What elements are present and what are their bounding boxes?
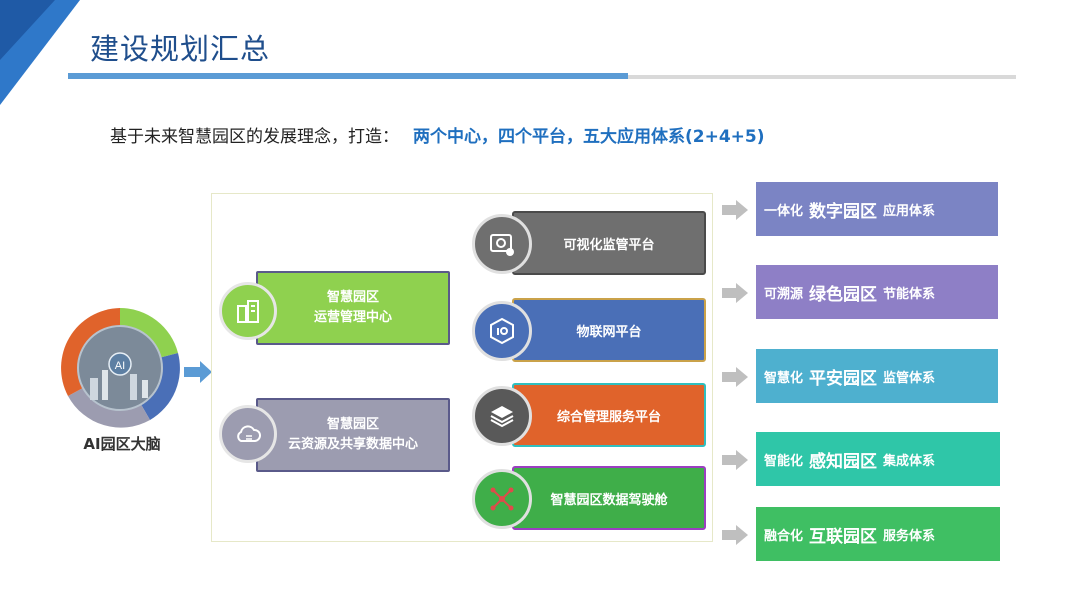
network-icon xyxy=(472,469,532,529)
corner-decoration xyxy=(0,0,80,105)
system-suffix: 监管体系 xyxy=(883,370,936,386)
system-connected-park: 融合化互联园区服务体系 xyxy=(756,507,1000,561)
ai-brain-graphic: AI xyxy=(61,308,180,428)
intro-line: 基于未来智慧园区的发展理念，打造： 两个中心，四个平台，五大应用体系(2+4+5) xyxy=(110,122,765,147)
system-digital-park: 一体化数字园区应用体系 xyxy=(756,182,998,236)
system-main: 互联园区 xyxy=(809,526,878,547)
center-operations-line1: 智慧园区 xyxy=(326,290,379,305)
arrow-right-icon xyxy=(184,361,212,383)
system-main: 绿色园区 xyxy=(809,284,878,305)
platform-data-cockpit: 智慧园区数据驾驶舱 xyxy=(512,466,706,530)
brain-center-text: AI xyxy=(115,360,125,372)
brain-label: AI园区大脑 xyxy=(83,435,161,453)
system-prefix: 一体化 xyxy=(764,203,804,219)
system-green-park: 可溯源绿色园区节能体系 xyxy=(756,265,998,319)
cloud-icon xyxy=(219,405,277,463)
center-cloud-line2: 云资源及共享数据中心 xyxy=(287,437,418,452)
iot-icon xyxy=(472,301,532,361)
platform-management-service: 综合管理服务平台 xyxy=(512,383,706,447)
intro-text: 基于未来智慧园区的发展理念，打造： xyxy=(110,127,399,147)
intro-highlight: 两个中心，四个平台，五大应用体系(2+4+5) xyxy=(413,127,765,147)
arrow-right-icon xyxy=(722,450,748,470)
system-main: 感知园区 xyxy=(809,451,878,472)
system-main: 数字园区 xyxy=(809,201,878,222)
center-operations: 智慧园区 运营管理中心 xyxy=(256,271,450,345)
buildings-icon xyxy=(219,282,277,340)
arrow-right-icon xyxy=(722,200,748,220)
system-suffix: 服务体系 xyxy=(883,528,936,544)
system-prefix: 智慧化 xyxy=(764,370,804,386)
arrow-right-icon xyxy=(722,525,748,545)
system-safe-park: 智慧化平安园区监管体系 xyxy=(756,349,998,403)
platform-visual-monitor: 可视化监管平台 xyxy=(512,211,706,275)
monitor-icon xyxy=(472,214,532,274)
title-rule-accent xyxy=(68,73,628,79)
system-suffix: 集成体系 xyxy=(883,453,936,469)
platform-iot: 物联网平台 xyxy=(512,298,706,362)
system-main: 平安园区 xyxy=(809,368,878,389)
system-prefix: 融合化 xyxy=(764,528,804,544)
title-rule xyxy=(628,75,1016,79)
page-title: 建设规划汇总 xyxy=(90,32,271,66)
center-operations-line2: 运营管理中心 xyxy=(313,310,392,325)
arrow-right-icon xyxy=(722,283,748,303)
layers-icon xyxy=(472,386,532,446)
system-suffix: 节能体系 xyxy=(883,286,936,302)
center-cloud-line1: 智慧园区 xyxy=(326,417,379,432)
system-sensing-park: 智能化感知园区集成体系 xyxy=(756,432,1000,486)
center-cloud-data: 智慧园区 云资源及共享数据中心 xyxy=(256,398,450,472)
arrow-right-icon xyxy=(722,367,748,387)
system-prefix: 智能化 xyxy=(764,453,804,469)
system-suffix: 应用体系 xyxy=(883,203,936,219)
system-prefix: 可溯源 xyxy=(764,286,804,302)
